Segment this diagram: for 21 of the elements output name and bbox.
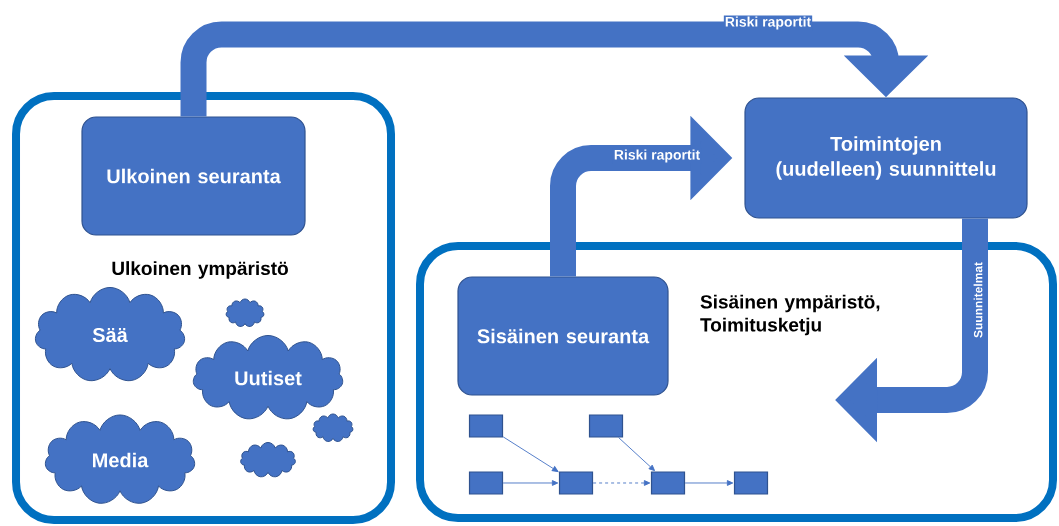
arrow (502, 436, 559, 472)
small-box (468, 471, 504, 495)
edge-label: Suunnitelmat (972, 261, 984, 339)
edge-label: Riski raportit (612, 148, 702, 164)
block-arrow (180, 21, 929, 117)
process-box: Toimintojen (uudelleen) suunnittelu (744, 97, 1028, 219)
small-box (733, 471, 769, 495)
cloud-shape (312, 413, 354, 442)
process-box: Ulkoinen seuranta (81, 116, 306, 236)
arrow (618, 437, 655, 472)
cloud-shape (240, 442, 296, 478)
small-box (650, 471, 686, 495)
small-box (468, 414, 504, 438)
arrow (592, 480, 651, 486)
arrow (502, 480, 559, 486)
small-box (558, 471, 594, 495)
small-box (588, 414, 624, 438)
edge-label: Riski raportit (723, 15, 813, 31)
arrow (684, 480, 734, 486)
process-box: Sisäinen seuranta (457, 276, 669, 396)
cloud-shape (225, 298, 265, 327)
